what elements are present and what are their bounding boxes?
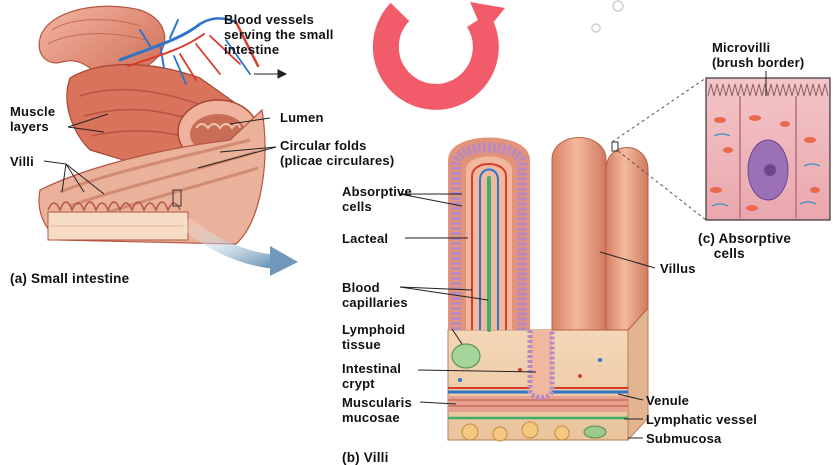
label-circular-folds: Circular folds (plicae circulares) <box>280 138 394 168</box>
label-villi: Villi <box>10 154 34 169</box>
label-lymphatic-vessel: Lymphatic vessel <box>646 412 757 427</box>
label-lymphoid-tissue: Lymphoid tissue <box>342 322 405 352</box>
label-submucosa: Submucosa <box>646 431 721 446</box>
label-lacteal: Lacteal <box>342 231 388 246</box>
villi-illustration <box>448 138 648 442</box>
watermark-logo <box>386 1 623 97</box>
caption-small-intestine: (a) Small intestine <box>10 271 129 286</box>
label-blood-capillaries: Blood capillaries <box>342 280 408 310</box>
label-muscularis-mucosae: Muscularis mucosae <box>342 395 412 425</box>
label-blood-vessels: Blood vessels serving the small intestin… <box>224 12 334 57</box>
label-villus: Villus <box>660 261 696 276</box>
label-microvilli: Microvilli (brush border) <box>712 40 804 70</box>
label-absorptive-cells: Absorptive cells <box>342 184 412 214</box>
label-muscle-layers: Muscle layers <box>10 104 55 134</box>
label-venule: Venule <box>646 393 689 408</box>
caption-absorptive-cells: (c) Absorptive cells <box>698 231 791 261</box>
caption-villi: (b) Villi <box>342 450 389 465</box>
label-lumen: Lumen <box>280 110 324 125</box>
label-intestinal-crypt: Intestinal crypt <box>342 361 401 391</box>
